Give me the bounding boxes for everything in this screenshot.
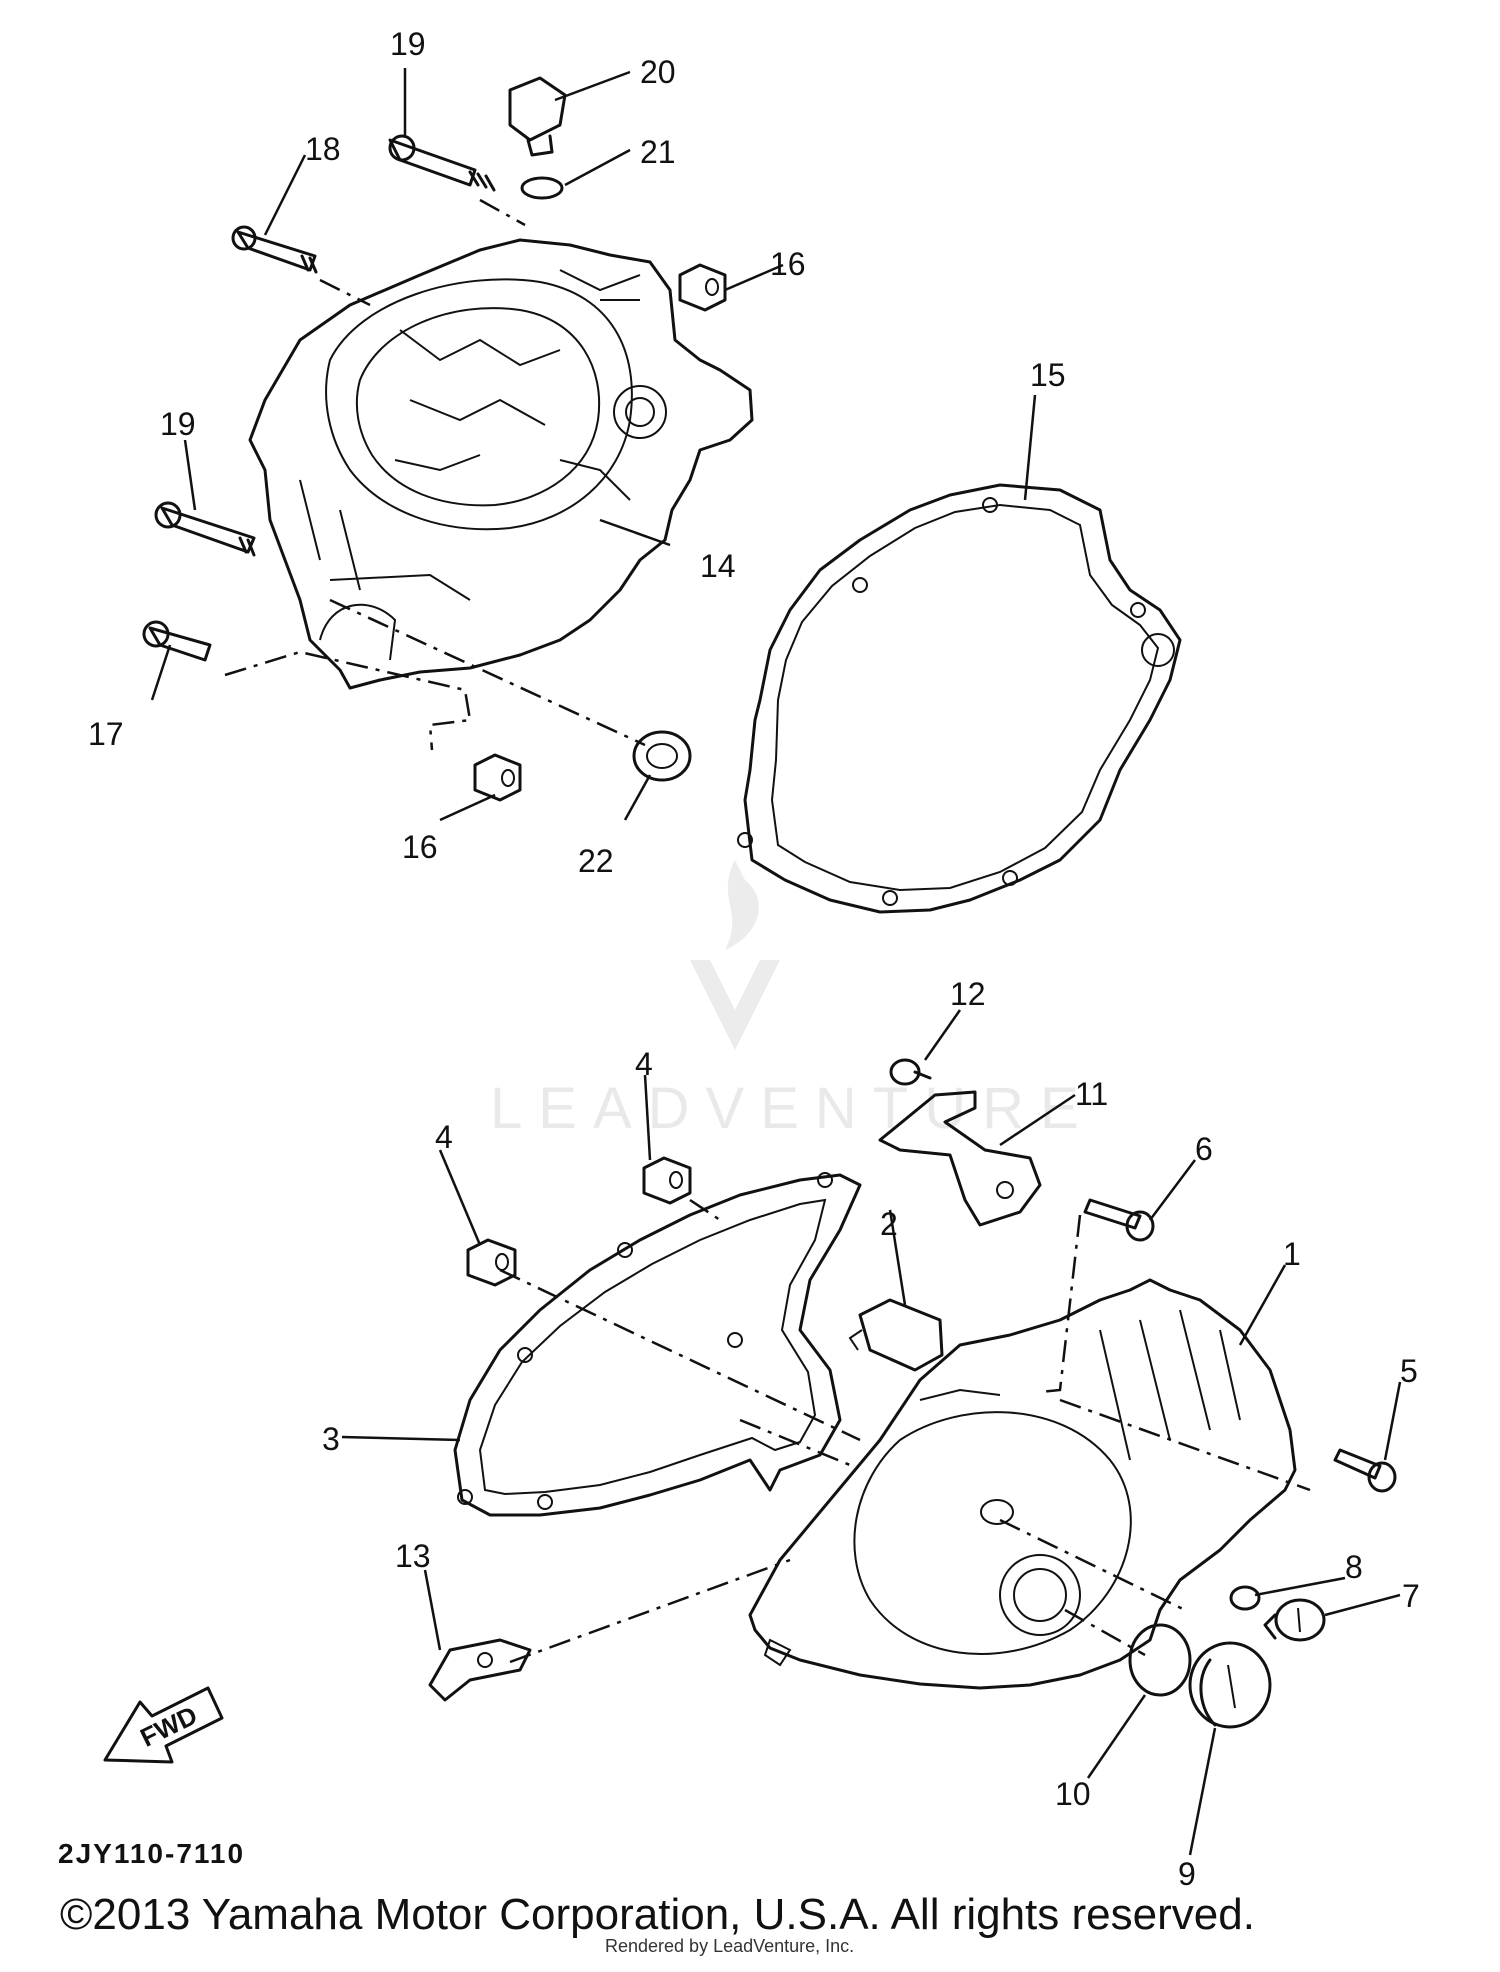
callout-11: 11 bbox=[1075, 1076, 1108, 1112]
callout-4-right: 4 bbox=[635, 1046, 653, 1082]
neutral-switch-2 bbox=[848, 1298, 944, 1372]
callout-16-top: 16 bbox=[770, 246, 806, 282]
oil-seal-22 bbox=[632, 730, 692, 782]
o-ring-8 bbox=[1229, 1585, 1261, 1611]
leader-lines bbox=[150, 68, 1402, 1856]
callout-12: 12 bbox=[950, 976, 986, 1012]
callout-6: 6 bbox=[1195, 1131, 1213, 1167]
crankcase-cover-right bbox=[248, 238, 754, 690]
plug-9 bbox=[1188, 1641, 1272, 1729]
dowel-pin-4-left bbox=[466, 1238, 517, 1287]
bolt-17 bbox=[142, 620, 212, 662]
bolt-5 bbox=[1333, 1448, 1397, 1493]
bolt-6 bbox=[1083, 1198, 1155, 1242]
bolt-19-left bbox=[154, 501, 256, 557]
bolt-18 bbox=[231, 225, 318, 274]
callout-7: 7 bbox=[1402, 1578, 1420, 1614]
dowel-pin-16-bottom bbox=[473, 753, 522, 802]
dowel-pin-16-top bbox=[678, 263, 727, 312]
callout-1: 1 bbox=[1283, 1236, 1301, 1272]
callout-19-top: 19 bbox=[390, 26, 426, 62]
callout-22: 22 bbox=[578, 843, 614, 879]
oil-filler-plug-20 bbox=[508, 76, 567, 157]
callout-19-left: 19 bbox=[160, 406, 196, 442]
screw-12 bbox=[889, 1058, 932, 1086]
o-ring-10 bbox=[1128, 1623, 1192, 1697]
copyright-text: ©2013 Yamaha Motor Corporation, U.S.A. A… bbox=[60, 1890, 1255, 1939]
callout-18: 18 bbox=[305, 131, 341, 167]
rendered-by-text: Rendered by LeadVenture, Inc. bbox=[605, 1936, 855, 1956]
callout-5: 5 bbox=[1400, 1353, 1418, 1389]
watermark-text: LEADVENTURE bbox=[490, 1076, 1095, 1141]
callout-15: 15 bbox=[1030, 357, 1066, 393]
callout-2: 2 bbox=[880, 1206, 898, 1242]
fwd-arrow: FWD bbox=[103, 1686, 224, 1764]
leadventure-watermark: LEADVENTURE bbox=[490, 860, 1095, 1141]
callout-16-bottom: 16 bbox=[402, 829, 438, 865]
callout-9: 9 bbox=[1178, 1856, 1196, 1892]
callout-8: 8 bbox=[1345, 1549, 1363, 1585]
callout-numbers: 19 20 21 18 16 15 19 14 17 16 22 12 4 11… bbox=[88, 26, 1420, 1892]
bolt-19-top bbox=[388, 134, 496, 192]
callout-20: 20 bbox=[640, 54, 676, 90]
bracket-13 bbox=[428, 1638, 532, 1702]
callout-10: 10 bbox=[1055, 1776, 1091, 1812]
o-ring-21 bbox=[520, 176, 564, 200]
plug-7 bbox=[1263, 1598, 1326, 1642]
gasket-15 bbox=[737, 483, 1182, 914]
callout-17: 17 bbox=[88, 716, 124, 752]
callout-3: 3 bbox=[322, 1421, 340, 1457]
bracket-11 bbox=[878, 1090, 1042, 1227]
dowel-pin-4-right bbox=[642, 1156, 692, 1205]
callout-21: 21 bbox=[640, 134, 676, 170]
callout-4-left: 4 bbox=[435, 1119, 453, 1155]
callout-13: 13 bbox=[395, 1538, 431, 1574]
diagram-part-code: 2JY110-7110 bbox=[58, 1838, 246, 1869]
callout-14: 14 bbox=[700, 548, 736, 584]
crankcase-cover-left bbox=[748, 1278, 1297, 1690]
